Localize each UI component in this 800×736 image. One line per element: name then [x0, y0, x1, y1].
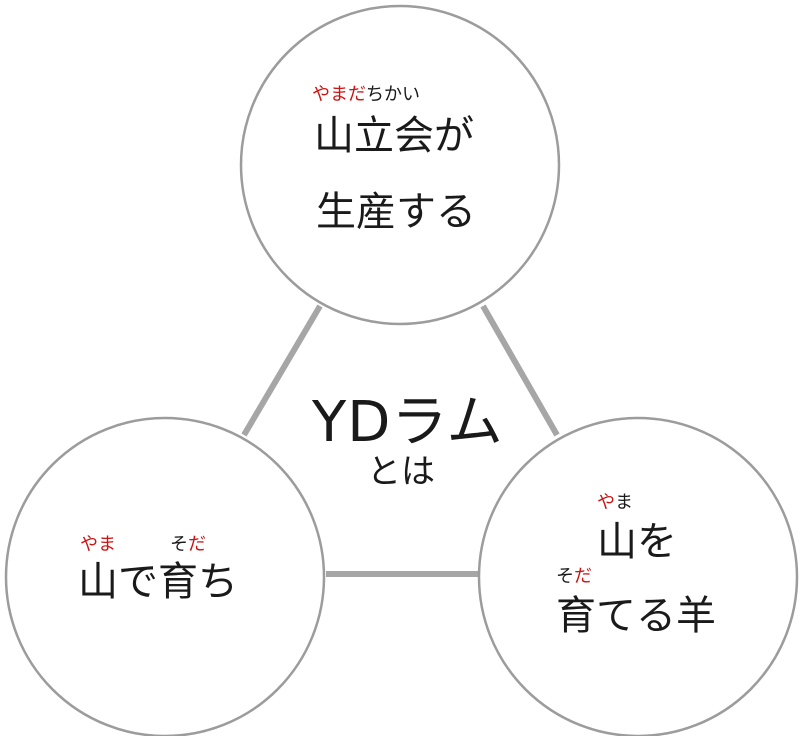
- connector-top-right: [480, 304, 560, 437]
- connector-top-left: [241, 304, 323, 437]
- right-ruby-so: そ: [556, 566, 574, 587]
- top-line-1: 山立会が: [314, 113, 474, 159]
- right-ruby-yama: やま: [597, 494, 633, 512]
- right-ruby-soda: そだ: [556, 568, 592, 586]
- right-ruby-da: だ: [574, 566, 592, 587]
- left-text: 山で育ち: [78, 559, 238, 605]
- top-ruby-yamada: やまだ: [312, 84, 366, 105]
- center-subtitle: とは: [367, 452, 435, 492]
- circle-top: [239, 4, 561, 326]
- right-line-2: 育てる羊: [556, 593, 716, 639]
- top-ruby-chikai: ちかい: [366, 84, 420, 105]
- right-ruby-ma: ま: [615, 492, 633, 513]
- left-ruby-yama: やま: [80, 536, 116, 554]
- left-ruby-soda: そだ: [170, 536, 206, 554]
- circle-right: [477, 416, 799, 736]
- circle-left: [4, 416, 326, 736]
- left-ruby-so: そ: [170, 534, 188, 555]
- top-ruby: やまだちかい: [312, 86, 420, 104]
- center-title: YDラム: [312, 390, 504, 455]
- top-line-2: 生産する: [316, 189, 476, 235]
- left-ruby-yama-text: やま: [80, 534, 116, 555]
- left-ruby-da: だ: [188, 534, 206, 555]
- right-line-1: 山を: [597, 519, 677, 565]
- right-ruby-ya: や: [597, 492, 615, 513]
